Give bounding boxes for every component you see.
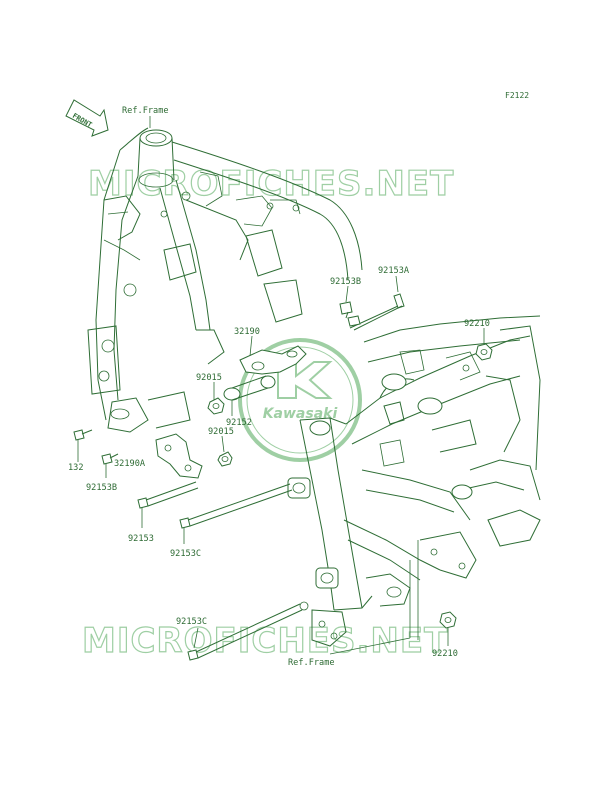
part-labels: 92153A 92153B 32190 92210 92015 92152 92… — [68, 266, 490, 659]
label-92153C-b: 92153C — [176, 617, 207, 627]
front-arrow-icon: FRONT — [65, 99, 109, 137]
label-92153B-bottom: 92153B — [86, 483, 117, 493]
label-32190A: 32190A — [114, 459, 146, 469]
frame-right-section — [287, 315, 541, 647]
label-92153A: 92153A — [378, 266, 410, 276]
part-92153B-top — [339, 301, 361, 327]
part-92153A — [349, 293, 405, 331]
ref-frame-bottom-label: Ref.Frame — [288, 658, 335, 668]
part-92153C-a — [179, 483, 293, 529]
label-92015-b: 92015 — [208, 427, 234, 437]
part-92015-b — [217, 451, 233, 467]
logo-text: Kawasaki — [263, 406, 338, 422]
frame-left-section — [87, 127, 363, 433]
part-92210-bottom — [439, 611, 457, 629]
part-92152 — [223, 375, 276, 401]
part-92153C-b — [187, 601, 309, 661]
label-92015-a: 92015 — [196, 373, 222, 383]
label-92152: 92152 — [226, 418, 252, 428]
part-132 — [73, 429, 93, 441]
label-92153: 92153 — [128, 534, 154, 544]
leader-lines — [77, 275, 485, 655]
label-92210-bottom: 92210 — [432, 649, 458, 659]
label-132: 132 — [68, 463, 84, 473]
watermark-top: MICROFICHES.NET — [88, 164, 454, 204]
label-92210-top: 92210 — [464, 319, 490, 329]
kawasaki-logo: Kawasaki — [238, 338, 362, 462]
label-92153B-top: 92153B — [330, 277, 361, 287]
ref-frame-top-label: Ref.Frame — [122, 106, 169, 116]
part-32190A — [155, 433, 203, 479]
part-92210-top — [475, 343, 493, 361]
part-92153B-bottom — [101, 453, 119, 465]
label-92153C-a: 92153C — [170, 549, 201, 559]
part-92015-a — [207, 397, 225, 415]
part-32190 — [239, 345, 307, 375]
part-92153 — [137, 481, 199, 509]
diagram-code: F2122 — [505, 91, 529, 100]
label-32190: 32190 — [234, 327, 260, 337]
